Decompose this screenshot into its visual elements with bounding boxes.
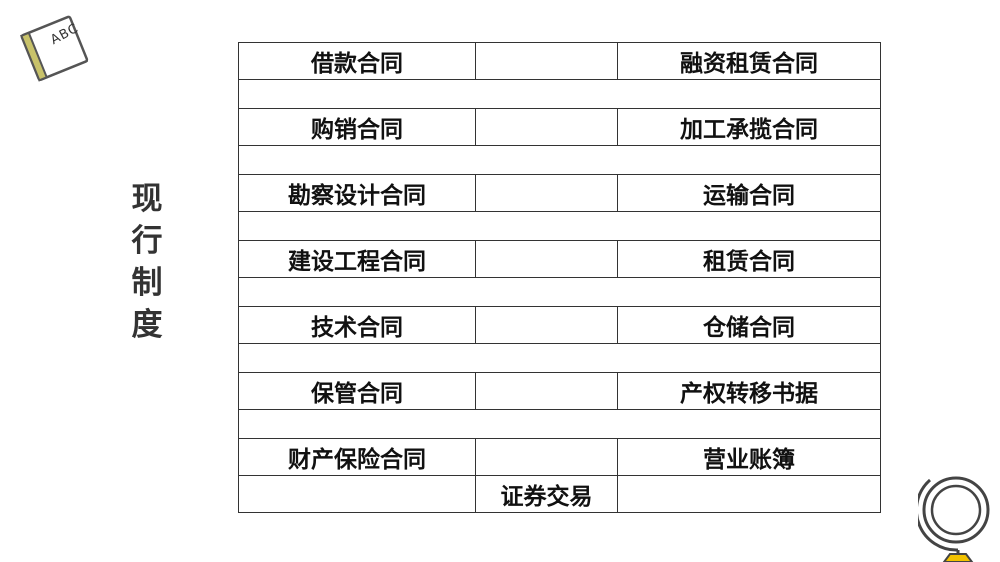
table-cell-right: 租赁合同 (617, 240, 881, 278)
table-cell-left: 保管合同 (238, 372, 476, 410)
table-row: 保管合同 产权转移书据 (238, 372, 881, 410)
table-row: 勘察设计合同 运输合同 (238, 174, 881, 212)
spacer-cell (238, 145, 881, 175)
table-spacer-row (238, 409, 881, 439)
side-title-char: 度 (131, 307, 163, 343)
side-title: 现 行 制 度 (125, 178, 169, 346)
table-cell-middle (475, 174, 618, 212)
table-cell-left: 技术合同 (238, 306, 476, 344)
table-cell-right: 运输合同 (617, 174, 881, 212)
side-title-char: 制 (131, 265, 163, 301)
globe-icon (914, 466, 998, 562)
table-row: 建设工程合同 租赁合同 (238, 240, 881, 278)
table-spacer-row (238, 79, 881, 109)
table-cell-left: 借款合同 (238, 42, 476, 80)
table-row: 借款合同 融资租赁合同 (238, 42, 881, 80)
table-spacer-row (238, 145, 881, 175)
table-cell-right: 加工承揽合同 (617, 108, 881, 146)
abc-notebook-icon: ABC (14, 6, 96, 88)
table-cell-left: 勘察设计合同 (238, 174, 476, 212)
table-cell-middle (475, 108, 618, 146)
table-cell-middle (475, 42, 618, 80)
spacer-cell (238, 79, 881, 109)
spacer-cell (238, 409, 881, 439)
side-title-char: 行 (131, 223, 163, 259)
table-row: 技术合同 仓储合同 (238, 306, 881, 344)
table-cell-left: 购销合同 (238, 108, 476, 146)
table-cell-right: 产权转移书据 (617, 372, 881, 410)
table-spacer-row (238, 211, 881, 241)
table-cell-middle (475, 372, 618, 410)
spacer-cell (238, 211, 881, 241)
table-cell-middle (475, 240, 618, 278)
table-row: 财产保险合同 营业账簿 (238, 438, 881, 476)
spacer-cell (238, 277, 881, 307)
table-cell-right (617, 475, 881, 513)
spacer-cell (238, 343, 881, 373)
table-cell-right: 营业账簿 (617, 438, 881, 476)
side-title-char: 现 (131, 181, 163, 217)
table-cell-left (238, 475, 476, 513)
contract-type-table: 借款合同 融资租赁合同 购销合同 加工承揽合同 勘察设计合同 运输合同 建设工程… (238, 42, 881, 513)
table-cell-middle (475, 438, 618, 476)
table-cell-left: 建设工程合同 (238, 240, 476, 278)
table-spacer-row (238, 277, 881, 307)
table-cell-right: 融资租赁合同 (617, 42, 881, 80)
table-cell-right: 仓储合同 (617, 306, 881, 344)
table-cell-middle: 证券交易 (475, 475, 618, 513)
table-cell-left: 财产保险合同 (238, 438, 476, 476)
table-spacer-row (238, 343, 881, 373)
table-cell-middle (475, 306, 618, 344)
table-row: 购销合同 加工承揽合同 (238, 108, 881, 146)
table-row: 证券交易 (238, 475, 881, 513)
